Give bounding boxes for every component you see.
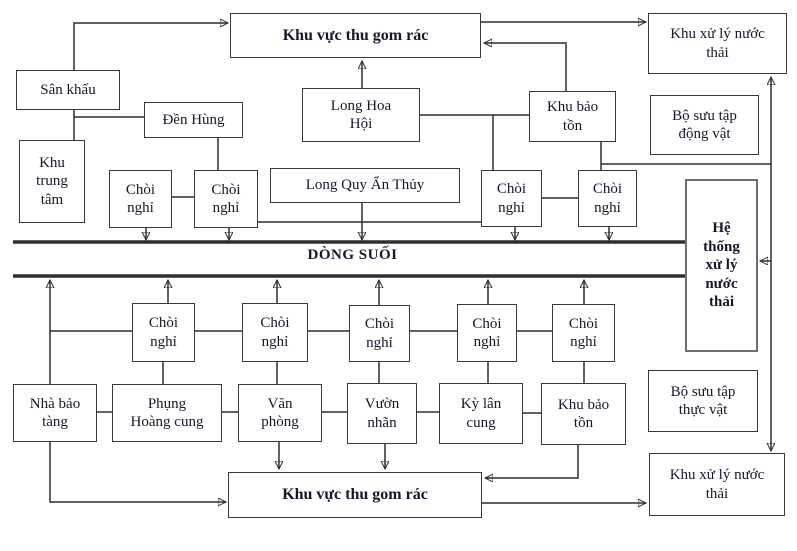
box-choi-nghi-bottom-2: Chòi nghỉ <box>242 303 308 362</box>
arrow-connectors <box>50 22 771 503</box>
stream-lines <box>13 240 685 278</box>
box-wastewater-treatment-top: Khu xử lý nước thải <box>648 13 787 74</box>
box-he-thong-xu-ly-nuoc-thai: Hệ thống xử lý nước thải <box>685 179 758 352</box>
box-den-hung: Đền Hùng <box>144 102 243 138</box>
box-choi-nghi-bottom-1: Chòi nghỉ <box>132 303 195 362</box>
box-vuon-nhan: Vườn nhãn <box>347 383 417 444</box>
box-wastewater-treatment-bottom: Khu xử lý nước thải <box>649 453 785 516</box>
box-choi-nghi-bottom-4: Chòi nghỉ <box>457 304 517 362</box>
box-khu-trung-tam: Khu trung tâm <box>19 140 85 223</box>
box-long-hoa-hoi: Long Hoa Hội <box>302 88 420 142</box>
box-choi-nghi-top-3: Chòi nghỉ <box>481 170 542 227</box>
box-khu-bao-ton-top: Khu bảo tồn <box>529 91 616 142</box>
plain-connectors <box>50 110 771 414</box>
box-waste-collection-top: Khu vực thu gom rác <box>230 13 481 58</box>
box-choi-nghi-top-2: Chòi nghỉ <box>194 170 258 228</box>
box-bo-suu-tap-thuc-vat: Bộ sưu tập thực vật <box>648 370 758 432</box>
box-van-phong: Văn phòng <box>238 384 322 442</box>
box-choi-nghi-top-1: Chòi nghỉ <box>109 170 172 228</box>
box-choi-nghi-bottom-3: Chòi nghỉ <box>349 305 410 362</box>
box-nha-bao-tang: Nhà bảo tàng <box>13 384 97 442</box>
box-phung-hoang-cung: Phụng Hoàng cung <box>112 384 222 442</box>
box-choi-nghi-top-4: Chòi nghỉ <box>578 170 637 227</box>
box-bo-suu-tap-dong-vat: Bộ sưu tập động vật <box>650 95 759 155</box>
box-long-quy-an-thuy: Long Quy Ẩn Thủy <box>270 168 460 203</box>
stream-label: DÒNG SUỐI <box>307 247 398 263</box>
box-khu-bao-ton-bottom: Khu bảo tồn <box>541 383 626 445</box>
box-ky-lan-cung: Kỳ lân cung <box>439 383 523 444</box>
box-san-khau: Sân khấu <box>16 70 120 110</box>
box-waste-collection-bottom: Khu vực thu gom rác <box>228 472 482 518</box>
box-choi-nghi-bottom-5: Chòi nghỉ <box>552 304 615 362</box>
